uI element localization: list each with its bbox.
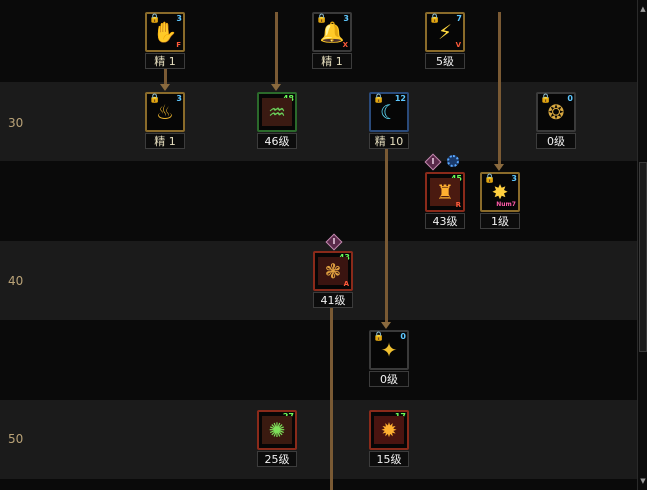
skill-icon-frame[interactable]: 🔒 7 ⚡ V (425, 12, 465, 52)
scroll-up-icon[interactable]: ▲ (640, 5, 646, 13)
connector-arrow (160, 84, 170, 91)
skill-slot[interactable]: 🔒 3 ♨ 精 1 (145, 92, 185, 149)
level-label-40: 40 (8, 274, 24, 288)
level-label-30: 30 (8, 116, 24, 130)
skill-level-label: 精 1 (145, 53, 185, 69)
gear-marker-icon (447, 155, 459, 167)
skill-slot[interactable]: 🔒 12 ☾ 精 10 (369, 92, 409, 149)
skill-icon-frame[interactable]: 🔒 3 ✸ Num7 (480, 172, 520, 212)
green-seal-icon: ✺ (262, 416, 292, 444)
skill-slot[interactable]: 🔒 0 ❂ 0级 (536, 92, 576, 149)
skill-icon-frame[interactable]: 27 ✺ (257, 410, 297, 450)
skill-max-level-badge: 0 (400, 332, 406, 341)
green-spiral-icon: ♒ (262, 98, 292, 126)
golden-lamp-icon: ♨ (156, 100, 174, 124)
skill-slot[interactable]: 27 ✺ 25级 (257, 410, 297, 467)
connector-line (164, 68, 167, 84)
vertical-scrollbar[interactable]: ▲ ▼ (637, 0, 647, 490)
skill-slot[interactable]: 🔒 7 ⚡ V 5级 (425, 12, 465, 69)
hotkey-badge: V (455, 41, 461, 49)
skill-max-level-badge: 0 (567, 94, 573, 103)
lock-icon: 🔒 (149, 94, 161, 104)
level-band-30 (0, 82, 637, 161)
scrollbar-thumb[interactable] (639, 162, 647, 352)
skill-icon-frame[interactable]: 🔒 3 ♨ (145, 92, 185, 132)
skill-level-label: 0级 (536, 133, 576, 149)
skill-level-label: 精 1 (145, 133, 185, 149)
connector-line (385, 147, 388, 322)
level-band-50 (0, 400, 637, 479)
blue-blast-icon: ☾ (380, 100, 398, 124)
skill-slot[interactable]: 🔒 0 ✦ 0级 (369, 330, 409, 387)
skill-level-label: 5级 (425, 53, 465, 69)
hotkey-badge: R (455, 201, 461, 209)
skill-level-label: 25级 (257, 451, 297, 467)
skill-icon-frame[interactable]: 48 ♒ (257, 92, 297, 132)
skill-slot[interactable]: 🔒 3 ✋ F 精 1 (145, 12, 185, 69)
skill-icon-frame[interactable]: 43 ❃ A (313, 251, 353, 291)
hotkey-badge: A (343, 280, 349, 288)
lock-icon: 🔒 (484, 174, 496, 184)
lock-icon: 🔒 (540, 94, 552, 104)
skill-icon-frame[interactable]: 🔒 0 ❂ (536, 92, 576, 132)
skill-max-level-badge: 3 (343, 14, 349, 23)
lock-icon: 🔒 (429, 14, 441, 24)
lock-icon: 🔒 (373, 94, 385, 104)
skill-slot[interactable]: 🔒 3 ✸ Num7 1级 (480, 172, 520, 229)
rune-marker-text: I (431, 157, 435, 166)
connector-arrow (494, 164, 504, 171)
golden-beast-icon: ✦ (380, 338, 398, 362)
hotkey-badge: X (342, 41, 348, 49)
skill-icon-frame[interactable]: 17 ✹ (369, 410, 409, 450)
skill-level-label: 0级 (369, 371, 409, 387)
rune-marker-text: I (332, 237, 336, 246)
skill-slot[interactable]: 🔒 3 🔔 X 精 1 (312, 12, 352, 69)
skill-level-label: 精 10 (369, 133, 409, 149)
bell-icon: 🔔 (319, 20, 345, 44)
hotkey-badge: Num7 (496, 201, 516, 208)
skill-icon-frame[interactable]: 🔒 0 ✦ (369, 330, 409, 370)
demon-warrior-icon: ♜ (430, 178, 460, 206)
skill-level-label: 15级 (369, 451, 409, 467)
skill-slot[interactable]: 45 ♜ R 43级 (425, 172, 465, 229)
skill-icon-frame[interactable]: 45 ♜ R (425, 172, 465, 212)
skill-max-level-badge: 3 (511, 174, 517, 183)
skill-slot[interactable]: 17 ✹ 15级 (369, 410, 409, 467)
skill-max-level-badge: 3 (176, 94, 182, 103)
skill-level-label: 1级 (480, 213, 520, 229)
lock-icon: 🔒 (373, 332, 385, 342)
hand-orbs-icon: ✋ (152, 20, 178, 44)
flame-flower-icon: ✹ (374, 416, 404, 444)
hotkey-badge: F (176, 41, 181, 49)
skill-slot[interactable]: 43 ❃ A 41级 (313, 251, 353, 308)
connector-arrow (271, 84, 281, 91)
skill-max-level-badge: 3 (176, 14, 182, 23)
golden-wheel-icon: ❂ (547, 100, 565, 124)
skill-max-level-badge: 12 (394, 94, 406, 103)
connector-line (498, 12, 501, 164)
skill-icon-frame[interactable]: 🔒 3 🔔 X (312, 12, 352, 52)
connector-line (330, 306, 333, 490)
skill-level-label: 精 1 (312, 53, 352, 69)
golden-burst-icon: ✸ (491, 180, 509, 204)
skill-icon-frame[interactable]: 🔒 12 ☾ (369, 92, 409, 132)
lock-icon: 🔒 (316, 14, 328, 24)
connector-arrow (381, 322, 391, 329)
scroll-down-icon[interactable]: ▼ (640, 477, 646, 485)
lightning-claw-icon: ⚡ (437, 20, 453, 44)
skill-icon-frame[interactable]: 🔒 3 ✋ F (145, 12, 185, 52)
skill-level-label: 43级 (425, 213, 465, 229)
skill-level-label: 46级 (257, 133, 297, 149)
connector-line (275, 12, 278, 84)
wheel-ring-icon: ❃ (318, 257, 348, 285)
skill-max-level-badge: 7 (456, 14, 462, 23)
lock-icon: 🔒 (149, 14, 161, 24)
level-label-50: 50 (8, 432, 24, 446)
skill-level-label: 41级 (313, 292, 353, 308)
skill-slot[interactable]: 48 ♒ 46级 (257, 92, 297, 149)
